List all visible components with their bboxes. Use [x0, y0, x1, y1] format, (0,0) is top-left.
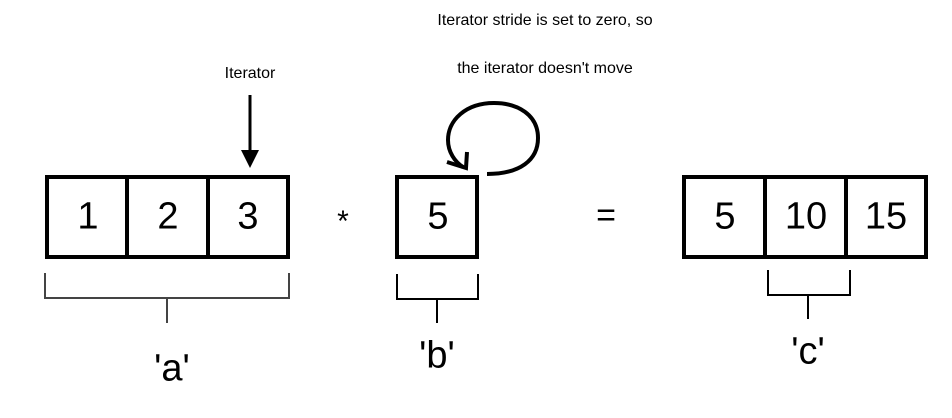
- multiply-operator: *: [337, 205, 349, 238]
- array-c-boxes: [682, 175, 928, 259]
- array-a-label: 'a': [154, 347, 190, 390]
- bracket-b: [396, 274, 479, 323]
- array-a-boxes: [45, 175, 290, 259]
- array-b-label: 'b': [419, 334, 455, 377]
- array-c-cell-2: 15: [864, 195, 908, 238]
- annotation-line-2: the iterator doesn't move: [457, 60, 633, 77]
- array-c-cell-1: 10: [784, 195, 828, 238]
- array-a-cell-2: 3: [237, 195, 259, 238]
- array-b-cell-0: 5: [427, 195, 449, 238]
- equals-operator: =: [596, 196, 616, 235]
- array-c-label: 'c': [791, 330, 825, 373]
- iterator-label: Iterator: [224, 65, 276, 82]
- iterator-arrow-icon: [241, 95, 259, 168]
- self-loop-arrow-icon: [445, 100, 541, 176]
- array-c-cell-0: 5: [714, 195, 736, 238]
- array-b-box: [395, 175, 479, 259]
- array-a-cell-0: 1: [77, 195, 99, 238]
- array-a-cell-1: 2: [157, 195, 179, 238]
- annotation-line-1: Iterator stride is set to zero, so: [437, 12, 653, 29]
- bracket-c: [767, 270, 851, 319]
- bracket-a: [44, 273, 290, 323]
